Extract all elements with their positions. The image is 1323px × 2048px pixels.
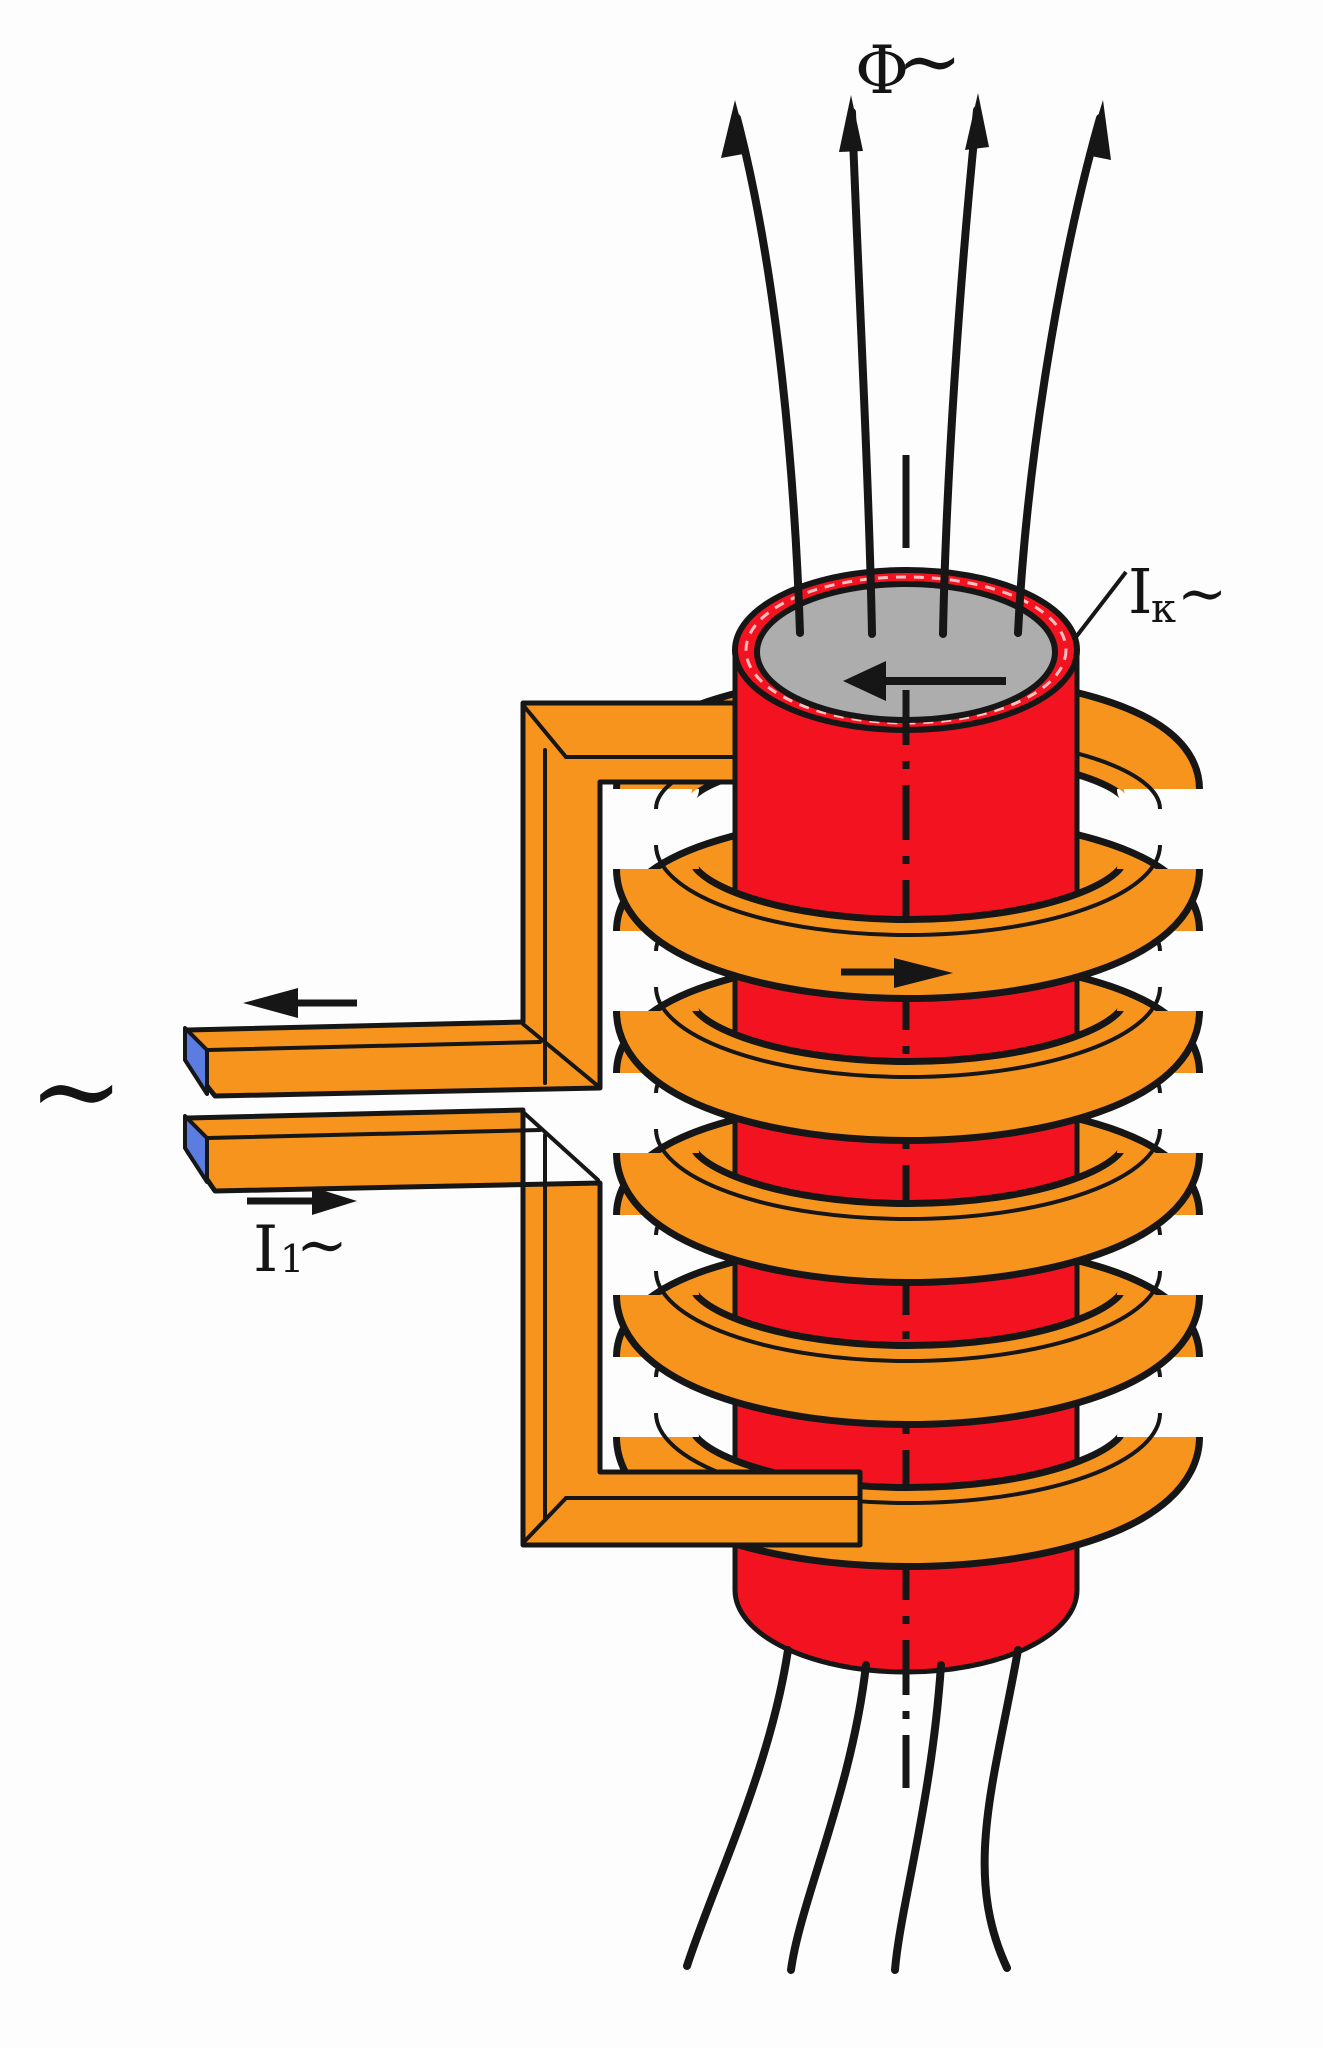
leader-line-induced-current [1074,570,1128,639]
coil-current-arrow [841,958,953,988]
induced-current-tilde: ∼ [1177,559,1227,629]
flux-line-top-3 [939,106,981,638]
primary-current-symbol: I [253,1213,278,1287]
coil-front-turn-4 [620,1291,1196,1421]
induced-current-label: I к ∼ [1128,555,1227,632]
coil-front-turn-1-edge [654,844,1162,937]
flux-line-top-2 [848,108,876,638]
coil-front-turn-2-edge [654,986,1162,1079]
busbar-lower-arrowhead [312,1187,357,1215]
coil-front-turn-3-edge [654,1128,1162,1221]
coil-current-arrowhead [894,958,953,988]
terminal-lower-face [183,1114,209,1184]
coil-front-turn-5-edge [654,1412,1162,1505]
coil-front-turn-4-edge [654,1270,1162,1363]
primary-current-tilde: ∼ [296,1208,348,1281]
flux-line-top-1 [733,114,804,637]
flux-lines-bottom [683,1646,1022,1974]
busbar-upper-current-arrow [243,988,357,1018]
busbar-lower-bevel-lines [206,1110,860,1545]
coil-front-turn-2 [620,1007,1196,1137]
flux-lines-top [733,106,1104,638]
flux-arrowheads-top [721,93,1111,160]
flux-arrowhead-4 [1086,100,1111,160]
induced-current-arrow [843,661,1006,701]
flux-line-bottom-3 [891,1661,945,1974]
induced-current-symbol: I [1128,555,1153,628]
flux-line-bottom-1 [683,1646,792,1970]
terminal-upper-face [183,1026,209,1096]
coil-front-turn-1 [620,865,1196,995]
flux-arrowhead-2 [839,95,863,152]
primary-current-subscript: 1 [280,1237,304,1281]
flux-arrowhead-1 [721,100,749,158]
induced-current-arrowhead [843,661,886,701]
flux-arrowhead-3 [965,93,989,150]
induced-current-subscript: к [1151,586,1176,632]
ac-source-tilde: ∼ [28,1024,124,1158]
flux-line-bottom-2 [787,1661,870,1974]
flux-line-bottom-4 [980,1646,1022,1972]
flux-symbol: Φ [855,32,909,109]
busbar-upper-arrowhead [243,988,298,1018]
flux-label: Φ ∼ [855,17,962,109]
flux-tilde: ∼ [897,17,962,107]
coil-front-turn-3 [620,1149,1196,1279]
flux-line-top-4 [1014,114,1104,637]
primary-current-label: I 1 ∼ [253,1208,348,1287]
busbar-lower-current-arrow [247,1187,357,1215]
